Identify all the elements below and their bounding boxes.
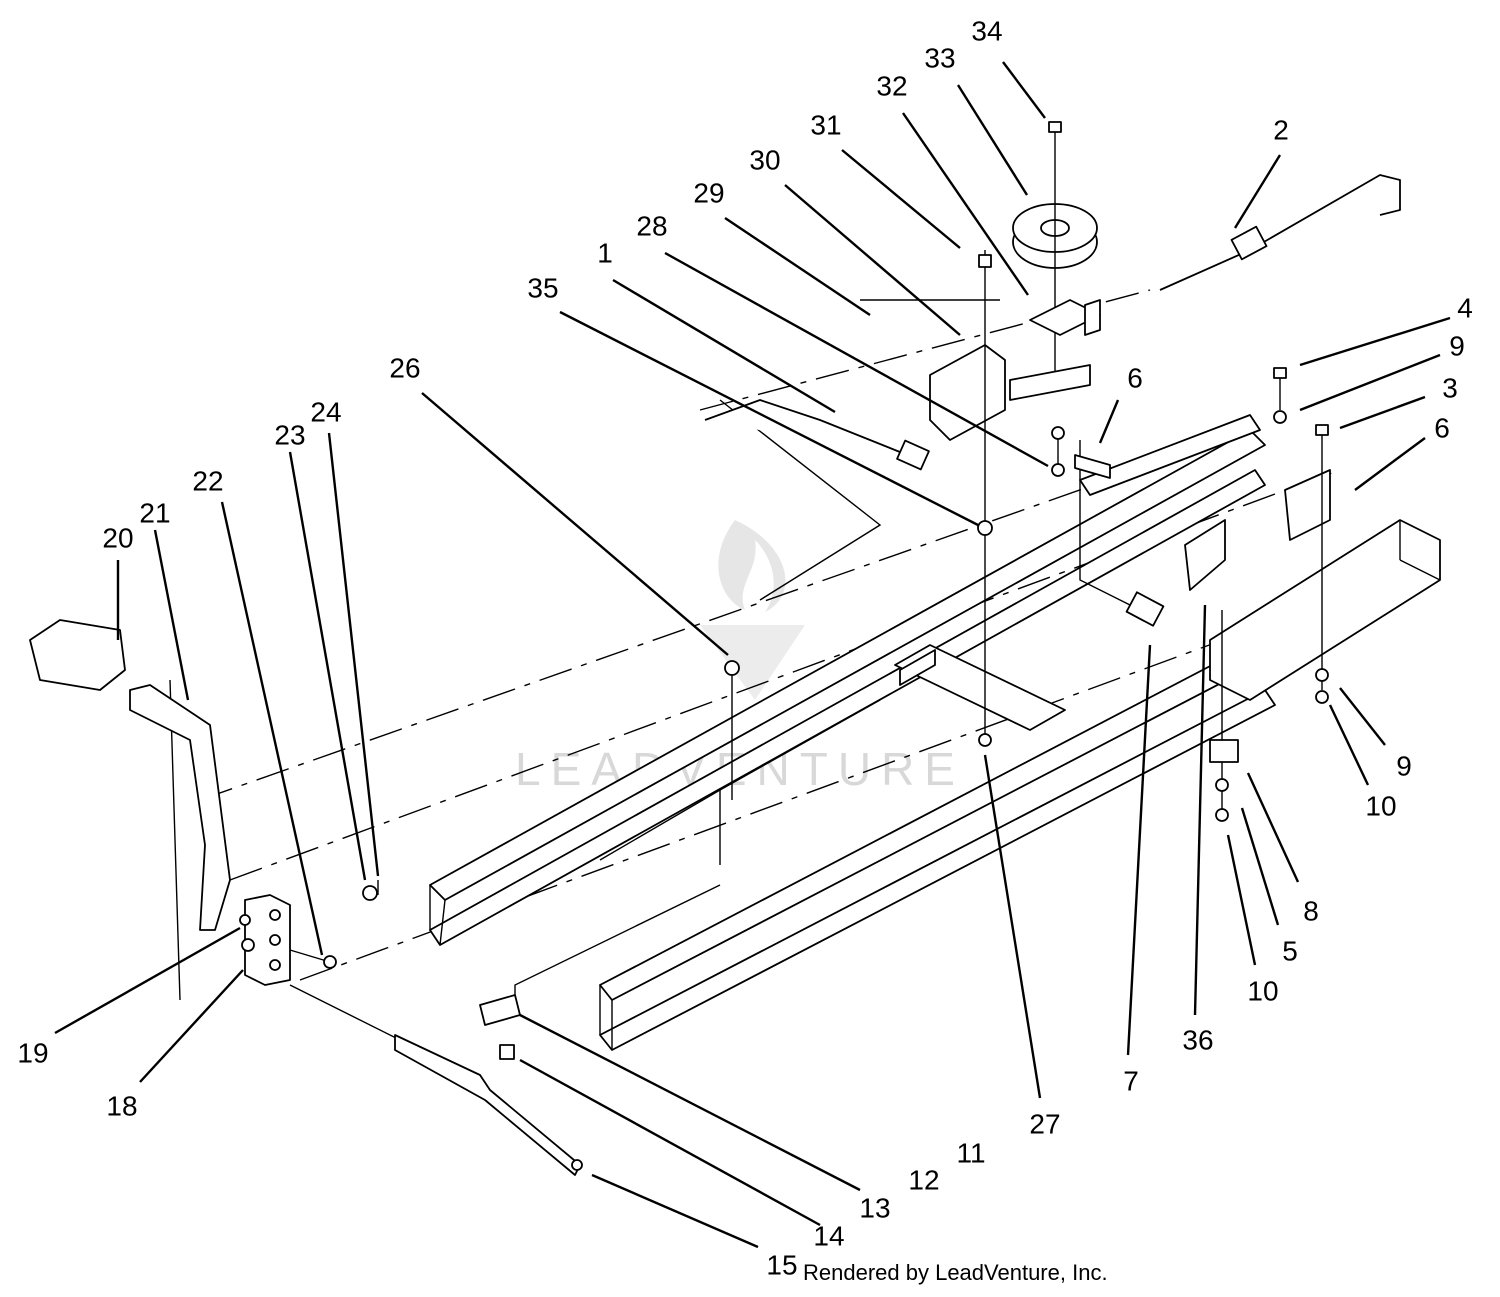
right-hardware — [1051, 367, 1329, 822]
callout-3: 3 — [1442, 372, 1458, 403]
callout-23: 23 — [274, 419, 305, 450]
frame-outline — [169, 299, 1000, 1001]
callout-9-lower: 9 — [1396, 750, 1412, 781]
callout-13: 13 — [859, 1192, 890, 1223]
callout-28: 28 — [636, 210, 667, 241]
spring-lower — [1079, 440, 1165, 627]
callout-20: 20 — [102, 522, 133, 553]
leader-lines — [54, 61, 1451, 1249]
callout-12: 12 — [908, 1164, 939, 1195]
upper-frame-rail — [429, 429, 1266, 946]
callout-27: 27 — [1029, 1108, 1060, 1139]
callout-35: 35 — [527, 272, 558, 303]
callout-6-center: 6 — [1127, 362, 1143, 393]
callout-10-lower: 10 — [1247, 975, 1278, 1006]
callout-11: 11 — [956, 1137, 985, 1168]
watermark: LEADVENTURE — [515, 520, 955, 795]
callout-5: 5 — [1282, 935, 1298, 966]
callout-10-right: 10 — [1365, 790, 1396, 821]
callout-22: 22 — [192, 465, 223, 496]
callout-18: 18 — [106, 1090, 137, 1121]
frame-end-box — [1209, 519, 1441, 701]
callout-2: 2 — [1273, 114, 1289, 145]
callout-15: 15 — [766, 1249, 797, 1280]
callout-9-upper: 9 — [1449, 330, 1465, 361]
idler-bracket — [1009, 299, 1101, 401]
callout-24: 24 — [310, 396, 341, 427]
callout-33: 33 — [924, 42, 955, 73]
lower-frame-rail — [599, 639, 1276, 1051]
callout-26: 26 — [389, 352, 420, 383]
pedal-assembly — [29, 619, 379, 986]
callout-6-right: 6 — [1434, 412, 1450, 443]
cross-bracket — [894, 644, 1066, 731]
callout-34: 34 — [971, 15, 1002, 46]
callout-14: 14 — [813, 1220, 844, 1251]
right-bracket — [1079, 414, 1331, 591]
callout-8: 8 — [1303, 895, 1319, 926]
spring-left — [704, 399, 930, 471]
callout-1: 1 — [597, 237, 613, 268]
callout-30: 30 — [749, 144, 780, 175]
callout-21: 21 — [139, 497, 170, 528]
callout-31: 31 — [810, 109, 841, 140]
callout-29: 29 — [693, 177, 724, 208]
spring-upper — [1159, 174, 1401, 291]
callouts: 34 33 32 31 30 29 28 1 35 2 4 9 3 6 6 26… — [17, 15, 1472, 1280]
pulley — [1012, 121, 1098, 390]
credit-line: Rendered by LeadVenture, Inc. — [803, 1260, 1108, 1285]
callout-4: 4 — [1457, 292, 1473, 323]
callout-32: 32 — [876, 70, 907, 101]
callout-36: 36 — [1182, 1024, 1213, 1055]
brake-rod — [289, 884, 721, 1176]
callout-19: 19 — [17, 1037, 48, 1068]
pivot-plate — [929, 250, 1006, 747]
bolt-left — [719, 660, 740, 865]
callout-7: 7 — [1123, 1065, 1139, 1096]
